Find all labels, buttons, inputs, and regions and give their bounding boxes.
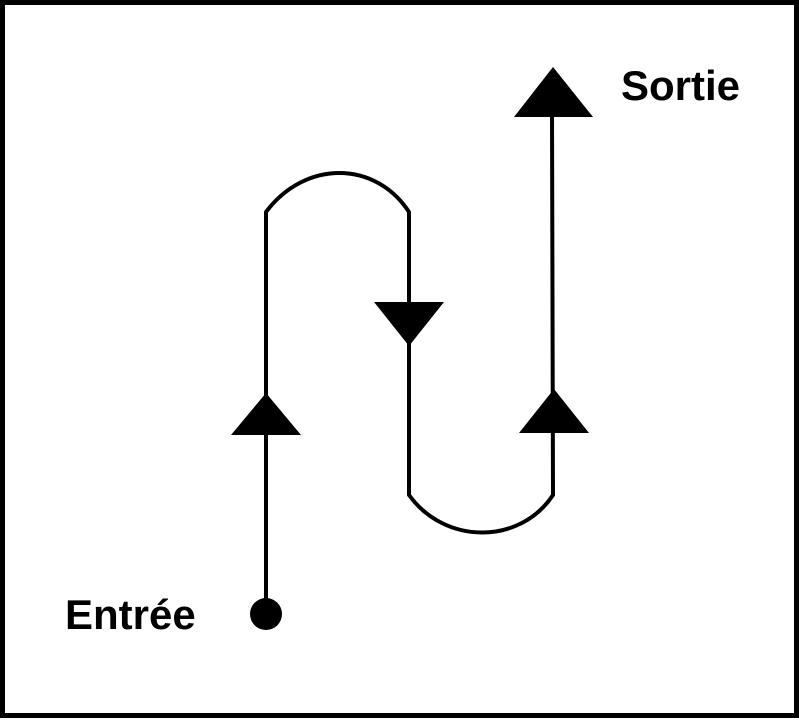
arrow-up-left-icon bbox=[231, 393, 301, 435]
entry-point-dot bbox=[250, 598, 282, 630]
arrow-up-right-icon bbox=[519, 389, 589, 433]
flow-path bbox=[264, 112, 555, 611]
arrow-down-middle-icon bbox=[374, 302, 444, 346]
exit-label: Sortie bbox=[621, 62, 740, 109]
arrow-up-exit-icon bbox=[514, 67, 593, 117]
flow-diagram: Entrée Sortie bbox=[65, 62, 740, 638]
entry-label: Entrée bbox=[65, 591, 196, 638]
